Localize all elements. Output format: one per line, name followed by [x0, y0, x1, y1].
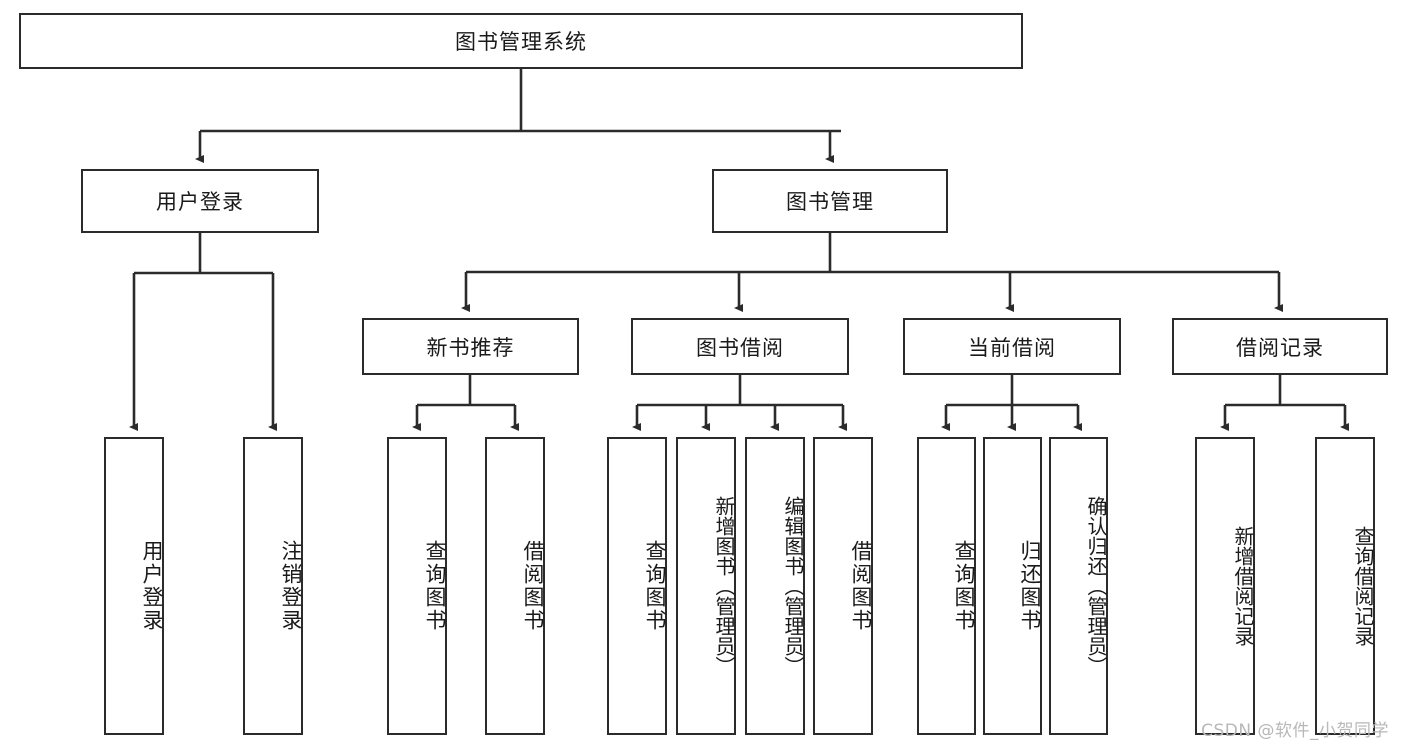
node-leaf-query-book-3[interactable]: 查询图书	[917, 437, 976, 735]
node-leaf-borrow-book-2[interactable]: 借阅图书	[813, 437, 873, 735]
node-leaf-logout[interactable]: 注销登录	[243, 437, 303, 735]
node-new-book-rec-label: 新书推荐	[426, 335, 515, 360]
node-leaf-edit-book[interactable]: 编辑图书（管理员）	[745, 437, 805, 735]
node-root[interactable]: 图书管理系统	[19, 13, 1023, 69]
node-leaf-logout-label: 注销登录	[279, 540, 303, 632]
watermark: CSDN @软件_小贺同学	[1201, 721, 1389, 741]
node-leaf-user-login-label: 用户登录	[140, 540, 164, 632]
node-user-login[interactable]: 用户登录	[81, 169, 319, 233]
node-leaf-return-book[interactable]: 归还图书	[983, 437, 1042, 735]
node-leaf-confirm-return[interactable]: 确认归还（管理员）	[1049, 437, 1108, 735]
node-leaf-query-book-2[interactable]: 查询图书	[607, 437, 667, 735]
node-leaf-edit-book-label: 编辑图书（管理员）	[781, 496, 805, 676]
node-current-borrow[interactable]: 当前借阅	[903, 318, 1121, 375]
node-leaf-borrow-book-1-label: 借阅图书	[521, 540, 545, 632]
node-leaf-query-book-1-label: 查询图书	[423, 540, 447, 632]
node-current-borrow-label: 当前借阅	[968, 335, 1056, 360]
node-borrow-record[interactable]: 借阅记录	[1172, 318, 1388, 375]
node-leaf-add-book[interactable]: 新增图书（管理员）	[676, 437, 736, 735]
node-leaf-query-book-1[interactable]: 查询图书	[387, 437, 447, 735]
node-book-manage[interactable]: 图书管理	[712, 169, 948, 233]
node-root-label: 图书管理系统	[455, 30, 587, 54]
node-book-manage-label: 图书管理	[786, 190, 874, 214]
node-leaf-user-login[interactable]: 用户登录	[104, 437, 164, 735]
node-leaf-borrow-book-1[interactable]: 借阅图书	[485, 437, 545, 735]
node-leaf-query-book-3-label: 查询图书	[952, 540, 976, 632]
node-book-borrow-label: 图书借阅	[696, 335, 784, 360]
node-leaf-borrow-book-2-label: 借阅图书	[849, 540, 873, 632]
node-leaf-add-record[interactable]: 新增借阅记录	[1195, 437, 1255, 735]
node-borrow-record-label: 借阅记录	[1236, 335, 1324, 360]
node-leaf-query-record-label: 查询借阅记录	[1351, 526, 1375, 646]
node-leaf-query-book-2-label: 查询图书	[643, 540, 667, 632]
node-book-borrow[interactable]: 图书借阅	[631, 318, 849, 375]
node-leaf-confirm-return-label: 确认归还（管理员）	[1084, 496, 1108, 676]
node-new-book-rec[interactable]: 新书推荐	[362, 318, 579, 375]
node-leaf-query-record[interactable]: 查询借阅记录	[1315, 437, 1375, 735]
node-leaf-add-book-label: 新增图书（管理员）	[712, 496, 736, 676]
node-leaf-return-book-label: 归还图书	[1018, 540, 1042, 632]
node-user-login-label: 用户登录	[156, 190, 244, 214]
node-leaf-add-record-label: 新增借阅记录	[1231, 526, 1255, 646]
